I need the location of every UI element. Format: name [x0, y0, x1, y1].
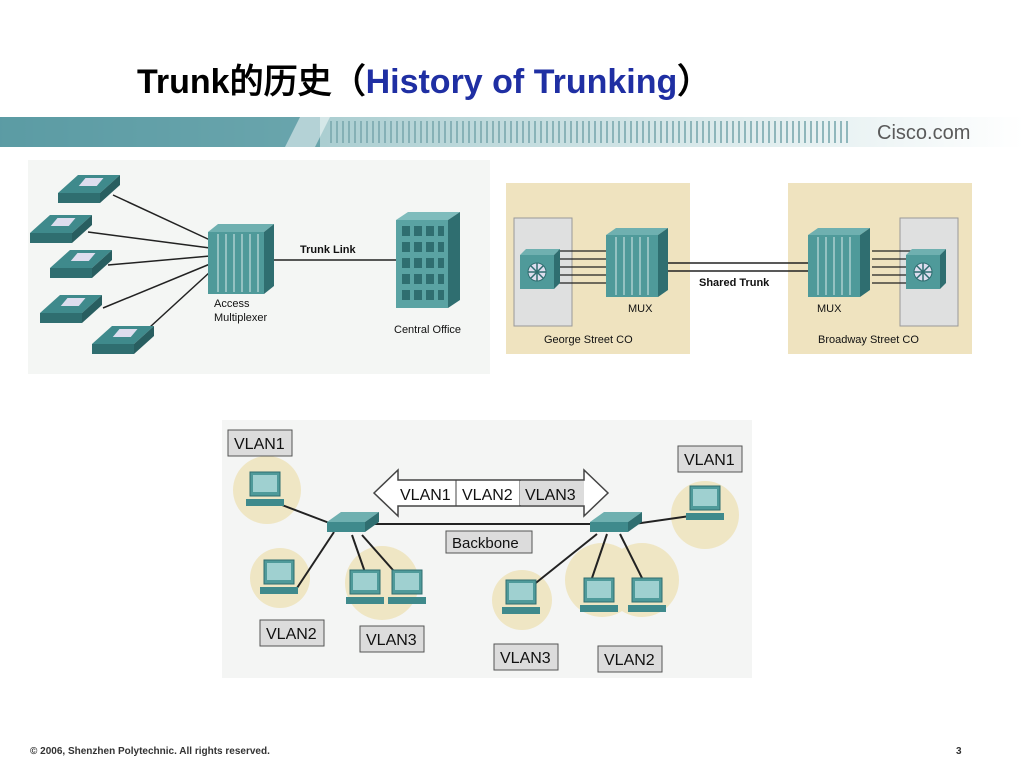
vlan3-label-bottom-right: VLAN3 — [500, 650, 551, 667]
switch-icon — [327, 512, 379, 532]
copyright-footer: © 2006, Shenzhen Polytechnic. All rights… — [30, 746, 270, 757]
ip-phone-icon — [92, 326, 154, 354]
vlan1-label-top-right: VLAN1 — [684, 452, 735, 469]
trunk-link-label: Trunk Link — [300, 244, 357, 256]
central-office-label: Central Office — [394, 324, 461, 336]
header-banner: Cisco.com — [0, 117, 1024, 147]
george-street-label: George Street CO — [544, 334, 633, 346]
shared-trunk-diagram: MUX MUX Shared Trunk George Street CO Br… — [506, 183, 972, 354]
arrow-vlan2: VLAN2 — [462, 487, 513, 504]
phone-links — [87, 194, 396, 339]
shared-trunk-label: Shared Trunk — [699, 277, 770, 289]
access-multiplexer-icon — [208, 224, 274, 294]
arrow-vlan3: VLAN3 — [525, 487, 576, 504]
computer-icon — [388, 569, 426, 604]
slide-title: Trunk的历史（History of Trunking） — [137, 58, 897, 106]
mux-icon — [808, 228, 870, 297]
cisco-brand: Cisco.com — [877, 122, 970, 144]
vlan3-label-bottom-left: VLAN3 — [366, 632, 417, 649]
computer-icon — [246, 471, 284, 506]
mux-icon — [606, 228, 668, 297]
computer-icon — [260, 559, 298, 594]
mux-label-line1: Access — [214, 298, 250, 310]
title-close: ） — [677, 63, 712, 101]
ip-phone-icon — [50, 250, 112, 278]
vlan-trunk-diagram: VLAN1 VLAN1 VLAN2 VLAN3 VLAN3 VLAN2 Back… — [222, 420, 752, 678]
computer-icon — [346, 569, 384, 604]
backbone-label: Backbone — [452, 535, 519, 552]
computer-icon — [580, 577, 618, 612]
title-english: History of Trunking — [365, 63, 678, 101]
page-number: 3 — [956, 746, 962, 757]
switch-icon — [590, 512, 642, 532]
computer-icon — [686, 485, 724, 520]
arrow-vlan1: VLAN1 — [400, 487, 451, 504]
vlan2-label-bottom-right: VLAN2 — [604, 652, 655, 669]
vlan1-label-top-left: VLAN1 — [234, 436, 285, 453]
mux-label-line2: Multiplexer — [214, 312, 268, 324]
computer-icon — [502, 579, 540, 614]
access-multiplexer-diagram: Trunk Link Access Multiplexer Central Of… — [28, 160, 490, 374]
switch-icon — [520, 249, 560, 289]
title-main: Trunk的历史（ — [137, 63, 366, 101]
right-mux-label: MUX — [817, 303, 842, 315]
computer-icon — [628, 577, 666, 612]
trunk-double-arrow — [372, 468, 610, 518]
vlan2-label-bottom-left: VLAN2 — [266, 626, 317, 643]
switch-icon — [906, 249, 946, 289]
ip-phone-icon — [30, 215, 92, 243]
left-mux-label: MUX — [628, 303, 653, 315]
broadway-street-label: Broadway Street CO — [818, 334, 919, 346]
central-office-building-icon — [396, 212, 460, 308]
ip-phone-icon — [40, 295, 102, 323]
ip-phone-icon — [58, 175, 120, 203]
